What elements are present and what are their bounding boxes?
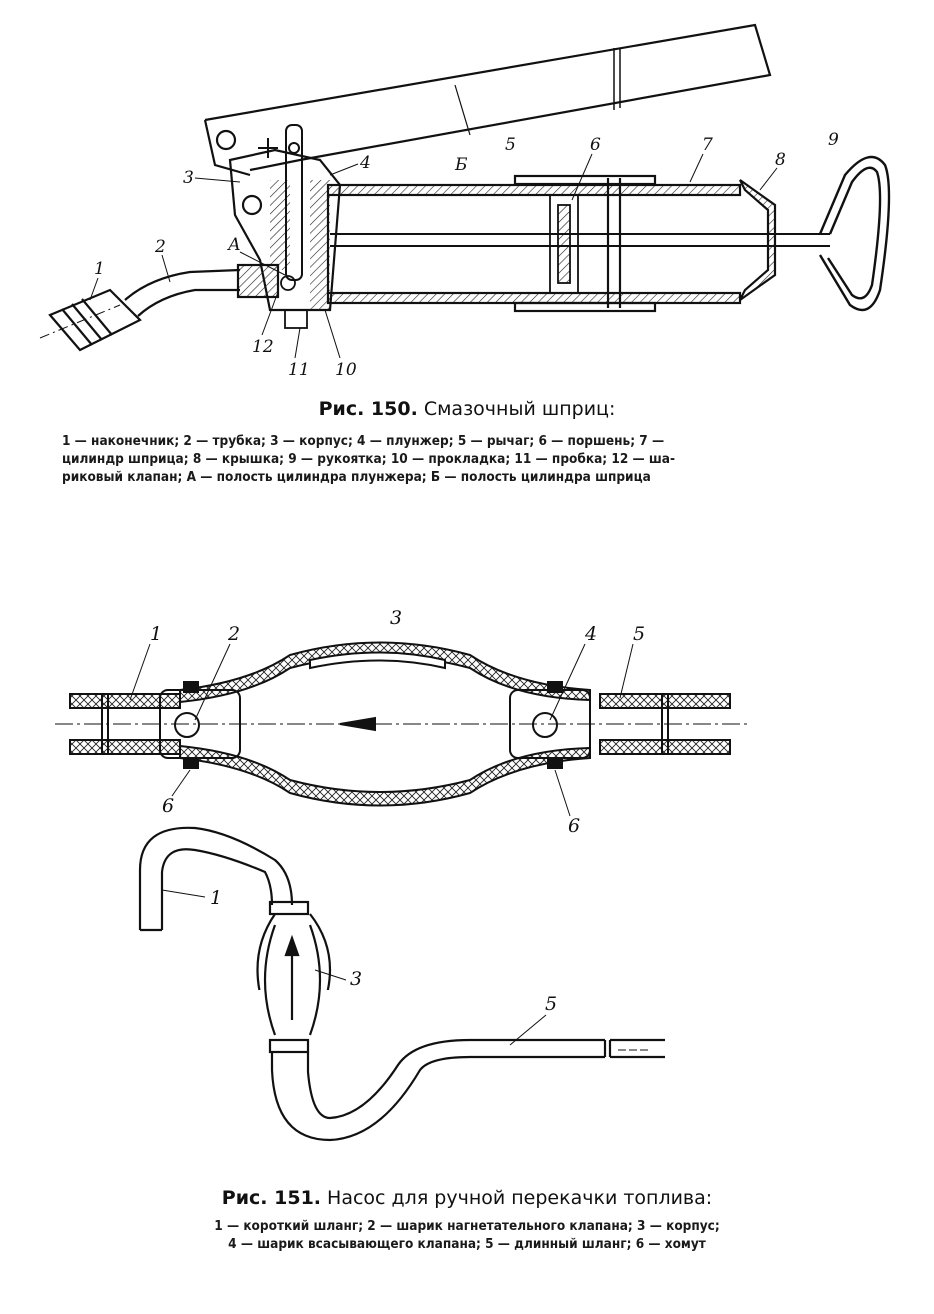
figure-150-legend: 1 — наконечник; 2 — трубка; 3 — корпус; …	[62, 432, 675, 486]
callout-5: 5	[633, 623, 645, 645]
pump-section-view	[55, 641, 750, 807]
callout-8: 8	[775, 150, 786, 170]
piston	[549, 194, 579, 294]
cap	[739, 179, 777, 301]
callout-2: 2	[227, 623, 240, 645]
figure-151-number: Рис. 151.	[221, 1187, 322, 1209]
fuel-pump-lower-drawing: 3 5	[263, 924, 665, 1142]
callout-bottom-5: 5	[545, 993, 557, 1015]
ball-valve	[280, 275, 308, 329]
handle	[818, 155, 891, 312]
legend-line: 1 — короткий шланг; 2 — шарик нагнетател…	[214, 1218, 720, 1234]
callout-11: 11	[288, 360, 310, 380]
cylinder	[326, 174, 742, 313]
figure-150: 1 2 3 4 5 6 7 8 9 10 11 12 А Б	[0, 0, 934, 520]
figure-150-title: Рис. 150. Смазочный шприц:	[0, 398, 934, 420]
legend-line: цилиндр шприца; 8 — крышка; 9 — рукоятка…	[62, 451, 676, 467]
callout-3: 3	[390, 607, 402, 629]
pump-outline-view	[138, 826, 332, 990]
lever	[203, 23, 772, 177]
callout-2: 2	[154, 237, 166, 257]
callout-5: 5	[505, 135, 516, 155]
figure-151-title-text: Насос для ручной перекачки топлива:	[321, 1187, 713, 1209]
callout-4: 4	[584, 623, 597, 645]
callout-4: 4	[359, 153, 371, 173]
legend-line: риковый клапан; А — полость цилиндра плу…	[62, 469, 651, 485]
callout-A: А	[227, 235, 241, 255]
callout-1: 1	[94, 259, 105, 279]
callout-bottom-3: 3	[350, 968, 362, 990]
figure-150-title-text: Смазочный шприц:	[417, 398, 616, 420]
callout-labels-151-lower: 3 5	[314, 968, 557, 1046]
callout-6-right: 6	[568, 815, 580, 837]
callout-bottom-1: 1	[210, 887, 222, 909]
callout-6: 6	[590, 135, 601, 155]
callout-1: 1	[150, 623, 162, 645]
legend-line: 4 — шарик всасывающего клапана; 5 — длин…	[228, 1236, 706, 1252]
callout-B: Б	[454, 155, 468, 175]
callout-labels: 1 2 3 4 5 6 7 8 9 10 11 12 А Б	[89, 130, 839, 380]
rod	[330, 233, 830, 247]
pump-lower-outline	[263, 924, 665, 1142]
figure-151: 1 2 3 4 5 6 6 1	[0, 560, 934, 1314]
callout-9: 9	[828, 130, 839, 150]
grease-gun-drawing: 1 2 3 4 5 6 7 8 9 10 11 12 А Б	[39, 23, 891, 380]
tube-and-tip	[39, 263, 280, 352]
callout-labels-151: 1 2 3 4 5 6 6 1	[129, 607, 645, 909]
callout-12: 12	[252, 337, 274, 357]
figure-150-number: Рис. 150.	[318, 398, 418, 420]
figure-151-legend: 1 — короткий шланг; 2 — шарик нагнетател…	[0, 1217, 934, 1253]
legend-line: 1 — наконечник; 2 — трубка; 3 — корпус; …	[62, 433, 665, 449]
callout-3: 3	[183, 168, 194, 188]
callout-7: 7	[702, 135, 713, 155]
fuel-pump-drawing: 1 2 3 4 5 6 6 1	[55, 607, 750, 990]
callout-6-left: 6	[162, 795, 174, 817]
callout-10: 10	[335, 360, 357, 380]
figure-151-title: Рис. 151. Насос для ручной перекачки топ…	[0, 1187, 934, 1209]
